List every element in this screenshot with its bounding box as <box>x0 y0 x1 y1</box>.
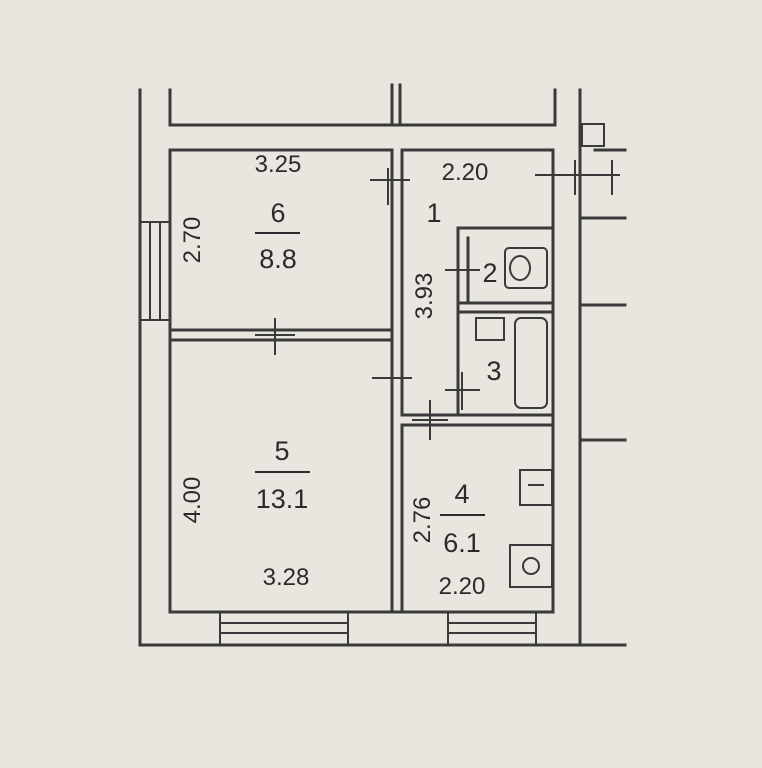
room-4-area: 6.1 <box>443 528 481 558</box>
room-5: 5 13.1 <box>255 436 310 514</box>
toilet-icon <box>504 247 548 289</box>
dimension-labels: 3.25 2.70 4.00 3.28 2.20 3.93 2.76 2.20 <box>179 151 488 600</box>
walls <box>138 83 627 647</box>
dim-kitchen-width: 2.20 <box>439 573 486 600</box>
windows <box>139 221 537 646</box>
counter-icon <box>519 469 553 506</box>
dim-room5-width: 3.28 <box>263 564 310 591</box>
room-4: 4 6.1 <box>440 479 485 558</box>
room-2-number: 2 <box>482 258 497 288</box>
room-3-number: 3 <box>486 356 501 386</box>
vent-icon <box>581 123 605 147</box>
bathtub-icon <box>514 317 548 409</box>
door-ticks <box>255 160 620 440</box>
room-1-number: 1 <box>426 198 441 228</box>
dim-room6-width: 3.25 <box>255 151 302 178</box>
room-6-number: 6 <box>270 198 285 228</box>
fixtures <box>475 123 605 588</box>
stove-icon <box>509 544 553 588</box>
room-6: 6 8.8 <box>255 198 300 274</box>
dim-hall-length: 3.93 <box>411 273 438 320</box>
dim-room6-depth: 2.70 <box>179 217 206 264</box>
room-5-number: 5 <box>274 436 289 466</box>
dim-kitchen-depth: 2.76 <box>409 497 436 544</box>
sink-icon <box>475 317 505 341</box>
room-5-area: 13.1 <box>256 484 309 514</box>
dim-hall-width: 2.20 <box>442 159 489 186</box>
dim-room5-depth: 4.00 <box>179 477 206 524</box>
room-6-area: 8.8 <box>259 244 297 274</box>
room-4-number: 4 <box>454 479 469 509</box>
